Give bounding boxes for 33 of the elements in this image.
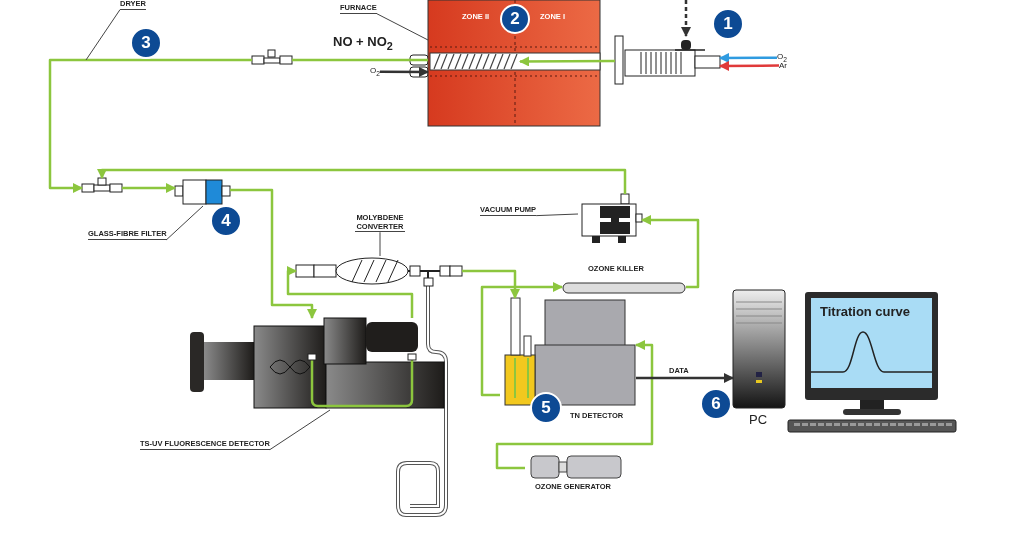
flow-arrow [122, 183, 176, 193]
callout-number: 3 [130, 27, 162, 59]
gas-label: O$_{2}$ [777, 52, 787, 63]
flow-arrow [48, 58, 252, 193]
flow-arrow [495, 340, 654, 470]
flow-arrow [641, 215, 700, 289]
annotation-text: NO + NO$_{2}$ [333, 34, 393, 52]
flow-arrow [462, 269, 520, 299]
dashed-arrow [681, 0, 691, 37]
leader-line [379, 231, 381, 257]
leader-line [376, 13, 429, 41]
flow-arrow [719, 52, 777, 63]
callout-number: 1 [712, 8, 744, 40]
flow-arrow [286, 266, 414, 318]
device-label: PC [749, 412, 768, 427]
flow-arrow [379, 66, 429, 77]
flow-arrow [719, 60, 779, 71]
flow-arrow [97, 168, 627, 194]
callout-number: 5 [530, 392, 562, 424]
screen-title: Titration curve [820, 304, 911, 319]
tube-line [292, 58, 428, 62]
flow-arrow [636, 373, 734, 383]
callout-number: 6 [700, 388, 732, 420]
leader-line [269, 409, 331, 451]
flow-arrow [519, 56, 615, 67]
gas-label: Ar [779, 61, 787, 71]
flow-arrow [480, 282, 563, 397]
leader-line [166, 205, 204, 241]
flow-arrow [230, 188, 317, 319]
leader-line [85, 9, 121, 61]
leader-line [535, 213, 579, 217]
gas-label: O$_{2}$ [370, 66, 380, 78]
callout-number: 4 [210, 205, 242, 237]
